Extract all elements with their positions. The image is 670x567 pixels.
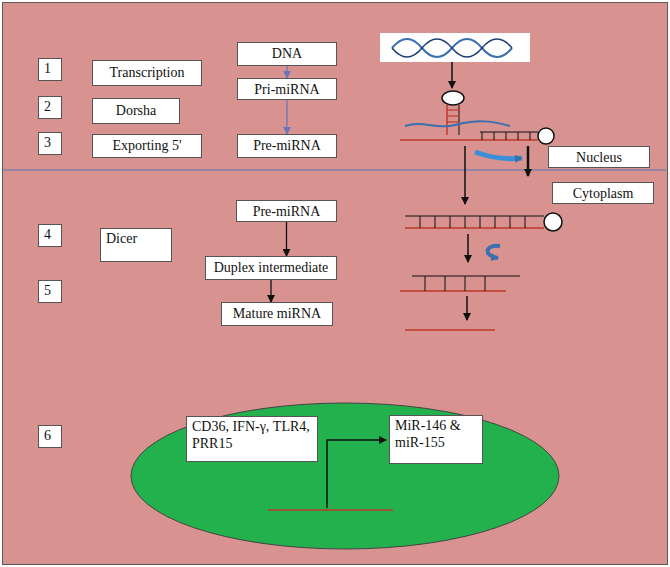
callout-number: 3 (38, 132, 62, 155)
ladder-rungs (425, 276, 485, 291)
dna-strand (405, 121, 510, 126)
helix-strand (392, 39, 512, 57)
dicer-arrow (488, 246, 500, 258)
process-box: Pre-miRNA (237, 134, 337, 158)
step-label: Dorsha (92, 98, 180, 124)
rna-strand (400, 139, 538, 141)
helix-strand (392, 39, 512, 57)
process-arrow (466, 296, 468, 320)
node-text: Exporting 5' (97, 138, 197, 155)
process-arrow (464, 146, 466, 204)
node-text: 5 (44, 283, 56, 300)
process-box: Mature miRNA (221, 302, 333, 326)
region-label: Nucleus (548, 146, 650, 168)
node-text: Dorsha (97, 103, 175, 120)
node-text: 4 (44, 227, 56, 244)
mirna-box: MiR-146 & miR-155 (389, 415, 483, 464)
flow-arrow (286, 66, 287, 78)
callout-number: 2 (38, 96, 62, 119)
divider-line (3, 169, 666, 171)
process-box: Pre-miRNA (236, 200, 337, 222)
node-text: Nucleus (553, 150, 645, 167)
step-label: Transcription (92, 60, 202, 86)
gene-box: CD36, IFN-γ, TLR4, PRR15 (186, 416, 318, 462)
node-text: MiR-146 & miR-155 (395, 418, 477, 452)
node-text: Dicer (106, 231, 166, 248)
rna-strand (405, 216, 544, 217)
process-box: DNA (237, 42, 337, 66)
flow-arrow (286, 222, 287, 256)
node-text: Mature miRNA (226, 306, 328, 323)
gene-line (268, 509, 393, 511)
polymerase-oval (442, 91, 464, 105)
flow-arrow (286, 100, 287, 134)
rna-strand (400, 290, 506, 292)
ladder-rungs (482, 132, 530, 140)
mature-mirna-strand (405, 329, 495, 331)
process-arrow (451, 62, 453, 88)
export-arrow (475, 152, 522, 159)
process-box: Duplex intermediate (205, 256, 337, 280)
node-text: Cytoplasm (557, 186, 649, 203)
node-text: Pre-miRNA (242, 138, 332, 155)
loop-circle (544, 213, 562, 231)
callout-number: 1 (38, 58, 62, 81)
cell-ellipse (131, 403, 559, 549)
rna-strand (405, 227, 544, 229)
rna-strand (480, 132, 538, 133)
node-text: 6 (44, 428, 56, 445)
node-text: 3 (44, 135, 56, 152)
dna-picture (380, 33, 530, 62)
node-text: CD36, IFN-γ, TLR4, PRR15 (192, 419, 312, 453)
node-text: Pre-miRNA (241, 204, 332, 221)
rna-strand (412, 275, 520, 276)
step-label: Exporting 5' (92, 134, 202, 158)
ladder-rungs (447, 110, 459, 122)
node-text: 2 (44, 99, 56, 116)
ladder-rungs (420, 216, 525, 228)
process-arrow (467, 234, 469, 262)
node-text: 1 (44, 61, 56, 78)
node-text: DNA (242, 46, 332, 63)
step-label: Dicer (100, 228, 172, 262)
callout-number: 5 (38, 280, 62, 303)
node-text: Transcription (97, 65, 197, 82)
callout-number: 4 (38, 224, 62, 247)
node-text: Pri-miRNA (242, 82, 332, 99)
flow-arrow (270, 280, 271, 302)
loop-circle (538, 128, 554, 144)
region-label: Cytoplasm (552, 182, 654, 204)
node-text: Duplex intermediate (210, 260, 332, 277)
process-arrow (527, 146, 530, 176)
process-box: Pri-miRNA (237, 78, 337, 100)
promoter-arrow (327, 440, 386, 508)
callout-number: 6 (38, 425, 62, 448)
